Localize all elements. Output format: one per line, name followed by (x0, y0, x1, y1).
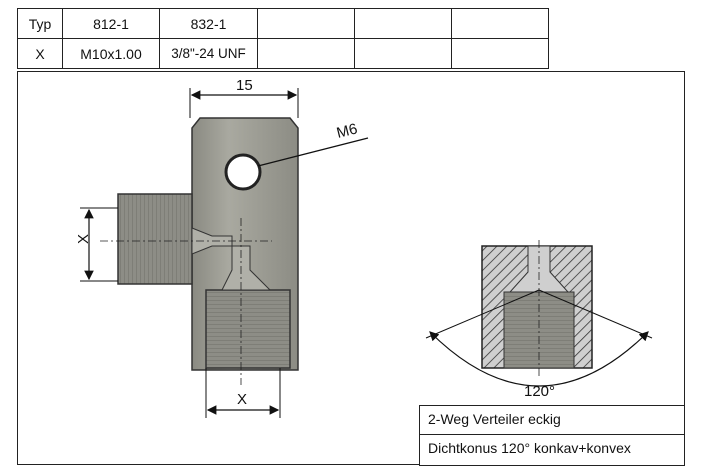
spec-cell (451, 38, 549, 69)
spec-cell (257, 38, 355, 69)
width-dimension-label: 15 (236, 77, 253, 94)
spec-cell (451, 8, 549, 39)
side-thread-port (117, 193, 193, 285)
spec-cell: X (17, 38, 63, 69)
spec-cell: Typ (17, 8, 63, 39)
section-view (425, 240, 653, 387)
hole-dimension-label: M6 (335, 120, 359, 142)
spec-cell: 3/8"-24 UNF (159, 38, 258, 69)
spec-cell: 812-1 (62, 8, 160, 39)
spec-table: Typ 812-1 832-1 X M10x1.00 3/8"-24 UNF (17, 8, 549, 69)
mounting-hole (224, 153, 262, 191)
bottom-thread-dimension-label: X (237, 391, 247, 408)
title-line-2: Dichtkonus 120° konkav+konvex (419, 435, 685, 466)
bottom-thread-port (205, 289, 291, 369)
spec-table-value-row: X M10x1.00 3/8"-24 UNF (17, 38, 549, 69)
spec-cell (354, 38, 452, 69)
spec-cell (257, 8, 355, 39)
internal-channel-vertical (221, 245, 272, 291)
spec-cell: M10x1.00 (62, 38, 160, 69)
cone-angle-arc (429, 331, 649, 387)
side-thread-dimension-label: X (75, 234, 92, 244)
hole-leader-line (257, 137, 369, 167)
spec-table-header-row: Typ 812-1 832-1 (17, 8, 549, 39)
cone-angle-label: 120° (524, 383, 555, 400)
drawing-frame (17, 71, 685, 465)
title-line-1: 2-Weg Verteiler eckig (419, 405, 685, 435)
